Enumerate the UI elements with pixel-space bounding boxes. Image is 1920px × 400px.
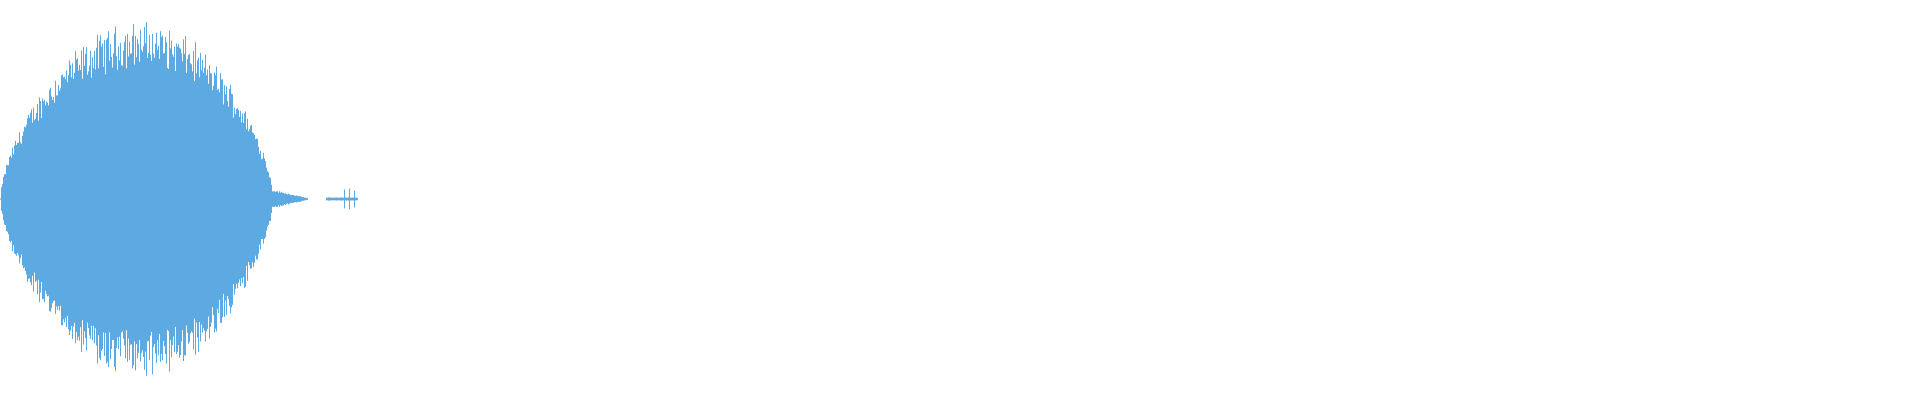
waveform-bars — [0, 22, 358, 376]
waveform-path — [0, 22, 358, 376]
